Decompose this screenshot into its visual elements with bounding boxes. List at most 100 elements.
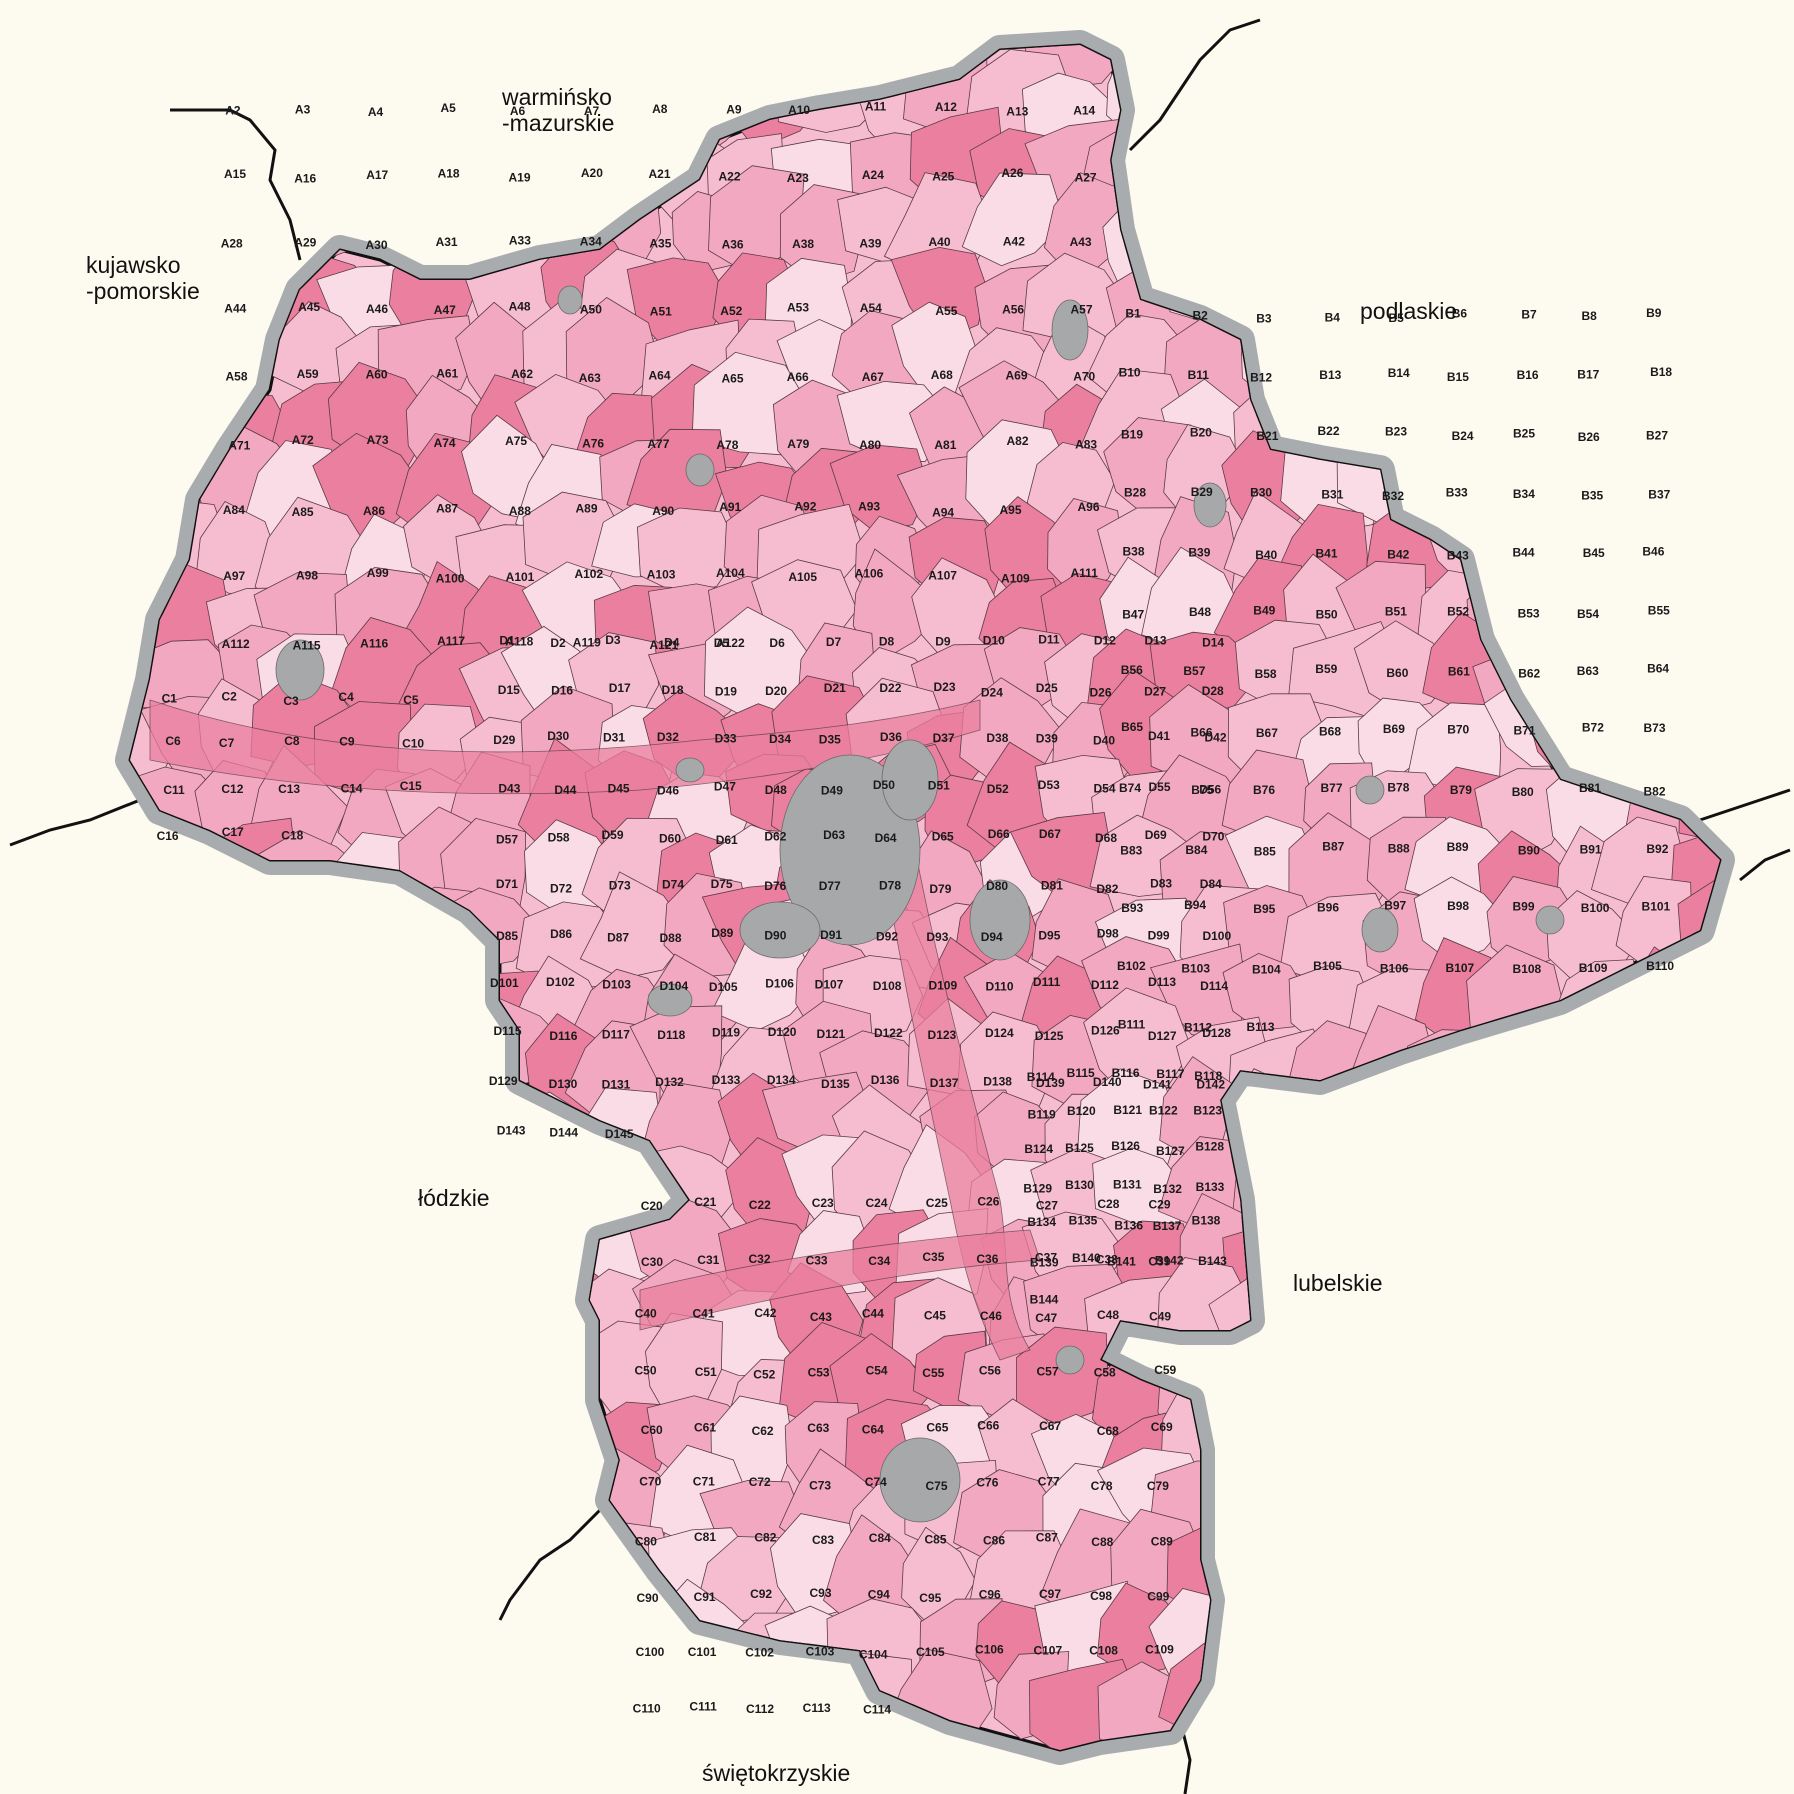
unit-label-a39: A39 [859,237,881,251]
unit-label-d42: D42 [1204,730,1226,744]
unit-label-d123: D123 [928,1028,957,1042]
unit-label-d105: D105 [709,980,738,994]
choropleth-patch [1679,1505,1720,1604]
unit-label-a43: A43 [1070,235,1092,249]
unit-label-b7: B7 [1521,307,1537,321]
choropleth-patch [1667,1450,1720,1538]
unit-label-d11: D11 [1038,633,1060,647]
choropleth-patch [275,1223,360,1310]
unit-label-d78: D78 [879,879,901,893]
unit-label-a105: A105 [788,570,817,584]
choropleth-patch [1355,178,1453,277]
unit-label-b84: B84 [1185,843,1207,857]
unit-label-b62: B62 [1518,667,1540,681]
unit-label-b139: B139 [1030,1255,1059,1269]
choropleth-patch [214,1087,321,1192]
choropleth-patch [1229,200,1340,286]
unit-label-b2: B2 [1193,309,1209,323]
choropleth-patch [1553,1078,1653,1170]
choropleth-patch [392,1325,495,1435]
unit-label-c100: C100 [636,1645,665,1659]
choropleth-patch [1538,1278,1659,1372]
choropleth-patch [179,1319,287,1428]
choropleth-patch [1676,494,1720,610]
unit-label-a77: A77 [647,437,669,451]
unit-label-b8: B8 [1582,309,1598,323]
choropleth-patch [326,1084,430,1199]
urban-area [739,901,821,959]
urban-area [1055,1345,1085,1375]
unit-label-d58: D58 [548,830,570,844]
unit-label-d40: D40 [1093,734,1115,748]
unit-label-a76: A76 [582,436,604,450]
choropleth-patch [334,1141,422,1250]
unit-label-c41: C41 [692,1307,714,1321]
unit-label-a35: A35 [649,237,671,251]
unit-label-c107: C107 [1033,1643,1062,1657]
choropleth-patch [1218,1521,1311,1602]
choropleth-patch [396,1601,486,1694]
choropleth-patch [1218,45,1326,81]
unit-label-d87: D87 [607,930,629,944]
unit-label-b46: B46 [1642,544,1664,558]
unit-label-c29: C29 [1148,1197,1170,1211]
unit-label-c22: C22 [749,1198,771,1212]
unit-label-d85: D85 [496,929,518,943]
unit-label-a64: A64 [648,369,670,383]
unit-label-c47: C47 [1035,1311,1057,1325]
unit-label-d52: D52 [987,782,1009,796]
choropleth-patch [323,953,416,1057]
choropleth-patch [325,1676,416,1750]
unit-label-a88: A88 [509,504,531,518]
unit-label-a20: A20 [581,166,603,180]
choropleth-patch [1275,1089,1381,1198]
unit-label-b44: B44 [1512,546,1534,560]
unit-label-b59: B59 [1315,662,1337,676]
choropleth-patch [462,1411,558,1524]
unit-label-d136: D136 [871,1073,900,1087]
unit-label-b56: B56 [1121,663,1143,677]
urban-area [1361,907,1399,953]
unit-label-d46: D46 [657,783,679,797]
choropleth-patch [579,871,692,979]
unit-label-a2: A2 [225,103,241,117]
unit-label-c5: C5 [403,693,419,707]
unit-label-d30: D30 [547,729,569,743]
choropleth-patch [1355,1392,1449,1493]
unit-label-b9: B9 [1646,306,1662,320]
choropleth-patch [1289,184,1408,276]
choropleth-patch [478,1263,579,1357]
unit-label-b97: B97 [1384,898,1406,912]
choropleth-patch [200,1462,295,1567]
urban-area [647,983,693,1017]
unit-label-b134: B134 [1027,1215,1056,1229]
unit-label-d100: D100 [1202,929,1231,943]
unit-label-b39: B39 [1188,546,1210,560]
unit-label-d88: D88 [659,931,681,945]
choropleth-patch [130,1461,215,1557]
unit-label-b135: B135 [1069,1213,1098,1227]
unit-label-b23: B23 [1385,424,1407,438]
neighbor-label-lodzkie: łódzkie [418,1185,490,1211]
choropleth-patch [324,1246,433,1357]
unit-label-a84: A84 [223,503,245,517]
choropleth-patch [1488,163,1592,267]
choropleth-patch [1563,1354,1655,1458]
unit-label-d32: D32 [657,730,679,744]
unit-label-c58: C58 [1094,1366,1116,1380]
choropleth-patch [331,1585,425,1696]
unit-label-d15: D15 [498,683,520,697]
unit-label-b126: B126 [1111,1139,1140,1153]
choropleth-patch [1590,228,1686,342]
unit-label-c8: C8 [284,734,300,748]
unit-label-d134: D134 [767,1073,796,1087]
unit-label-b14: B14 [1388,366,1410,380]
unit-label-c83: C83 [812,1533,834,1547]
unit-label-b40: B40 [1255,548,1277,562]
unit-label-c67: C67 [1039,1419,1061,1433]
unit-label-a91: A91 [719,500,741,514]
choropleth-patch [130,442,163,545]
unit-label-c14: C14 [341,781,363,795]
